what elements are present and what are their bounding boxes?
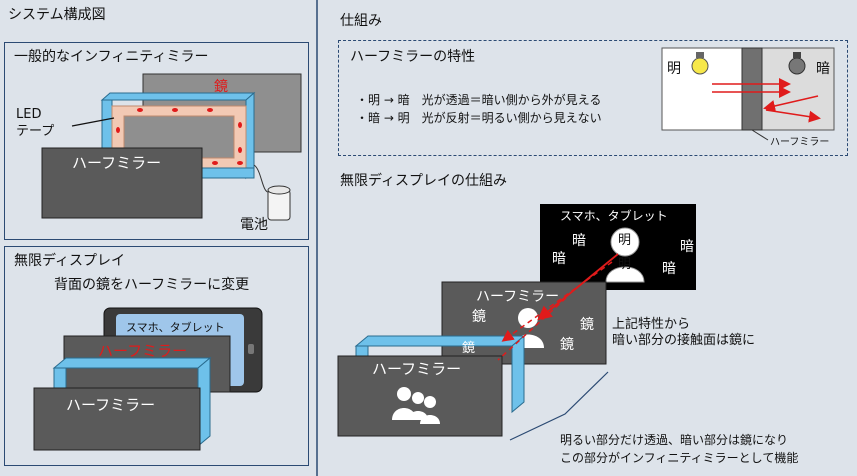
half-mirror-label-2: ハーフミラー [66, 396, 156, 414]
standard-infinity-mirror-diagram [41, 73, 302, 221]
half-mirror-caption: ハーフミラー [770, 137, 830, 148]
front-half-mirror [41, 147, 203, 219]
bottom-line2: この部分がインフィニティミラーとして機能 [560, 451, 799, 465]
section1-title: 一般的なインフィニティミラー [14, 49, 209, 65]
screen-dark-2: 暗 [552, 251, 566, 267]
led-label-line2: テープ [16, 124, 55, 139]
half-mirror-caption-line [751, 129, 769, 141]
property-line2: ・暗 → 明 光が反射＝明るい側から見えない [356, 111, 602, 125]
screen-bright-2: 明 [618, 257, 632, 272]
battery-top [267, 185, 291, 195]
section2-title: 無限ディスプレイ [14, 253, 126, 269]
frame3-top [354, 335, 526, 347]
mid-mirror-1: 鏡 [472, 309, 486, 325]
dark-room-label: 暗 [816, 61, 830, 77]
note-line1: 上記特性から [612, 317, 691, 332]
tablet-screen-label: スマホ、タブレット [560, 209, 668, 223]
front-half-mirror-label: ハーフミラー [372, 360, 462, 378]
screen-dark-4: 暗 [662, 261, 676, 277]
led-dots [116, 108, 243, 165]
screen-dark-3: 暗 [680, 239, 694, 255]
phone-button [248, 344, 254, 354]
property-title: ハーフミラーの特性 [350, 49, 476, 65]
mechanism-diagram [337, 204, 696, 441]
phone-screen-label: スマホ、タブレット [126, 321, 225, 334]
half-mirror-label-1: ハーフミラー [72, 154, 162, 172]
mechanism-title: 無限ディスプレイの仕組み [340, 173, 508, 189]
property-line1: ・明 → 暗 光が透過＝暗い側から外が見える [356, 93, 602, 107]
reflect-arrow-1 [763, 95, 819, 112]
battery-label: 電池 [240, 217, 268, 233]
mid-mirror-4: 鏡 [462, 341, 476, 356]
bottom-line1: 明るい部分だけ透過、暗い部分は鏡になり [560, 433, 789, 447]
screen-bright-1: 明 [618, 233, 632, 248]
led-pointer-line [71, 117, 115, 127]
mid-mirror-2: 鏡 [580, 317, 594, 333]
led-label-line1: LED [16, 107, 42, 122]
standard-infinity-mirror-panel [4, 42, 309, 240]
left-title: システム構成図 [8, 7, 106, 23]
reflect-arrow-2 [765, 109, 821, 123]
front-half-mirror-2 [33, 387, 201, 451]
infinite-display-diagram [33, 307, 263, 451]
half-mirror-red-label: ハーフミラー [98, 342, 188, 360]
mid-half-mirror-label: ハーフミラー [476, 289, 560, 305]
bright-room-label: 明 [667, 61, 681, 77]
ray-dashed-1 [501, 261, 613, 342]
depth-bracket [509, 371, 609, 441]
property-box [338, 40, 848, 156]
person-icon-bright [605, 227, 645, 283]
note-line2: 暗い部分の接触面は鏡に [612, 333, 756, 348]
right-title: 仕組み [340, 13, 382, 29]
ray-dashed-2 [497, 297, 567, 361]
mid-mirror-3: 鏡 [560, 337, 574, 353]
section2-subtitle: 背面の鏡をハーフミラーに変更 [54, 277, 250, 293]
property-illustration [661, 47, 835, 141]
infinite-display-panel [4, 246, 309, 466]
frame3-right [511, 334, 525, 414]
people-group-icon [392, 387, 440, 424]
mirror-label: 鏡 [214, 79, 228, 95]
screen-dark-1: 暗 [572, 233, 586, 249]
bulb-off-base [793, 52, 801, 58]
bulb-on-base [696, 52, 704, 58]
